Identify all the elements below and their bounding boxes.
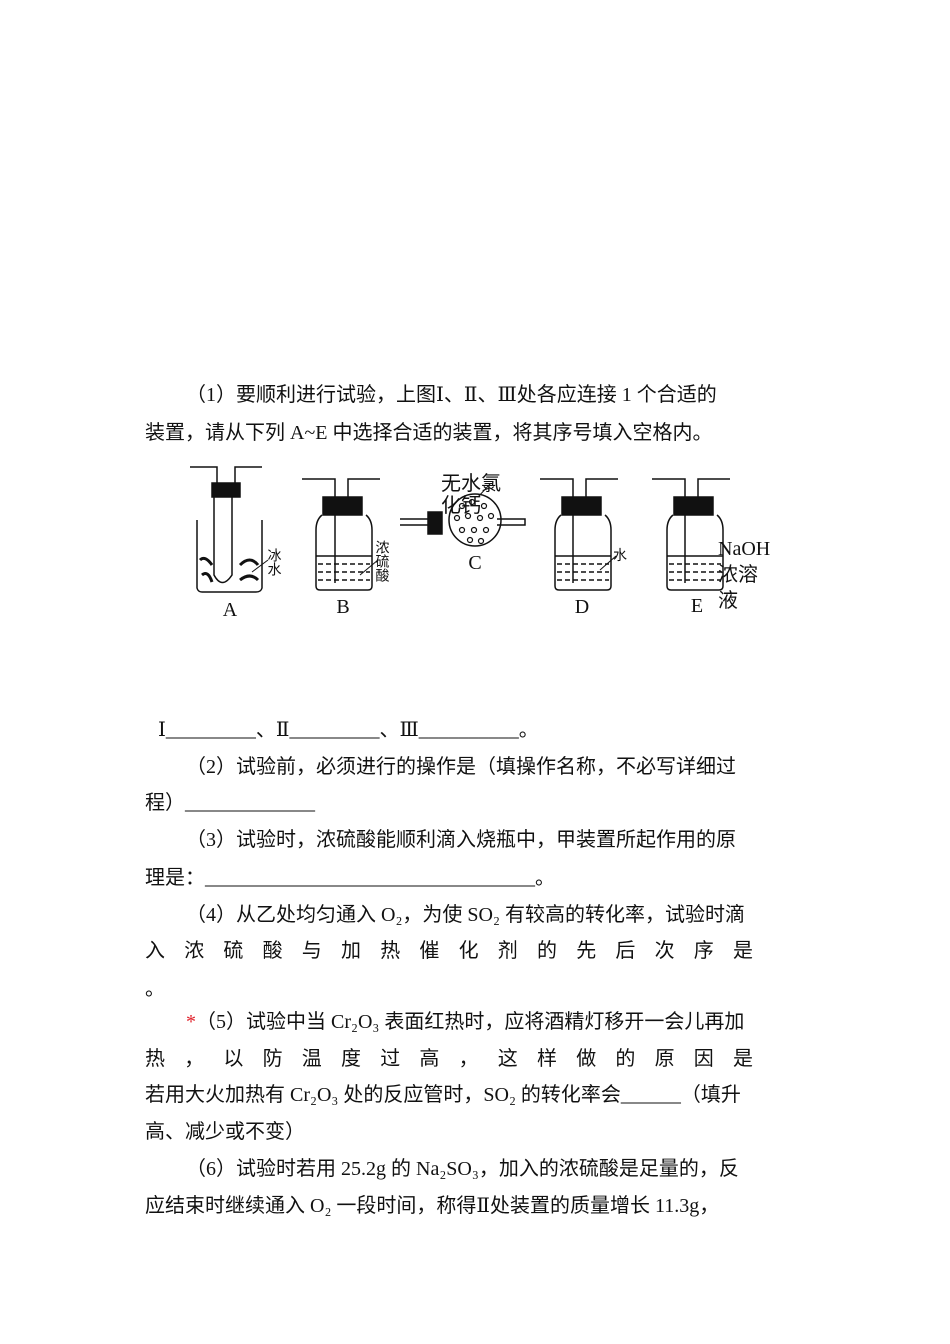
q5-line2: 热，以防温度过高，这样做的原因是 [145, 1048, 773, 1070]
note-c-line1: 无水氯 [441, 472, 501, 495]
q4-line1: （4）从乙处均匀通入 O₂，为使 SO₂ 有较高的转化率，试验时滴 [186, 904, 745, 926]
q4-line3: 。 [145, 978, 165, 1000]
q6-line1: （6）试验时若用 25.2g 的 Na₂SO₃，加入的浓硫酸是足量的，反 [186, 1158, 739, 1180]
label-b: B [336, 596, 349, 618]
required-star: * [186, 1011, 196, 1033]
note-e-line1: NaOH [718, 538, 770, 560]
note-c-line2: 化钙 [441, 494, 481, 517]
q3-line2: 理是：_________________________________。 [145, 867, 555, 889]
q2-line1: （2）试验前，必须进行的操作是（填操作名称，不必写详细过 [186, 756, 736, 778]
label-d: D [575, 596, 589, 618]
label-a: A [223, 599, 238, 621]
q1-line1: （1）要顺利进行试验，上图Ⅰ、Ⅱ、Ⅲ处各应连接 1 个合适的 [186, 384, 717, 406]
q1-answer-blanks: Ⅰ_________、Ⅱ_________、Ⅲ__________。 [158, 719, 539, 741]
apparatus-b [302, 478, 380, 591]
apparatus-c [400, 483, 526, 547]
q5-line1-text: （5）试验中当 Cr₂O₃ 表面红热时，应将酒精灯移开一会儿再加 [196, 1011, 745, 1033]
apparatus-e [652, 478, 730, 591]
apparatus-d [540, 478, 618, 591]
note-b: 浓硫酸 [374, 540, 390, 582]
q6-line2: 应结束时继续通入 O₂ 一段时间，称得Ⅱ处装置的质量增长 11.3g， [145, 1195, 720, 1217]
q5-line1: *（5）试验中当 Cr₂O₃ 表面红热时，应将酒精灯移开一会儿再加 [186, 1010, 848, 1034]
note-d: 水 [613, 548, 627, 564]
q2-line2: 程）_____________ [145, 792, 315, 814]
note-a: 冰水 [266, 548, 282, 576]
apparatus-a [190, 466, 269, 593]
q5-line3: 若用大火加热有 Cr₂O₃ 处的反应管时，SO₂ 的转化率会______（填升 [145, 1084, 741, 1106]
note-e-line2: 浓溶 [718, 563, 758, 586]
q3-line1: （3）试验时，浓硫酸能顺利滴入烧瓶中，甲装置所起作用的原 [186, 829, 736, 851]
q1-line2: 装置，请从下列 A~E 中选择合适的装置，将其序号填入空格内。 [145, 422, 713, 444]
note-e-line3: 液 [718, 589, 738, 612]
label-c: C [468, 552, 481, 574]
q4-line2: 入浓硫酸与加热催化剂的先后次序是 [145, 940, 773, 962]
label-e: E [691, 595, 703, 617]
q5-line4: 高、减少或不变） [145, 1121, 305, 1143]
apparatus-diagram: A 冰水 B 浓硫酸 无水氯 化钙 C D 水 E NaOH 浓溶 液 [190, 466, 770, 621]
